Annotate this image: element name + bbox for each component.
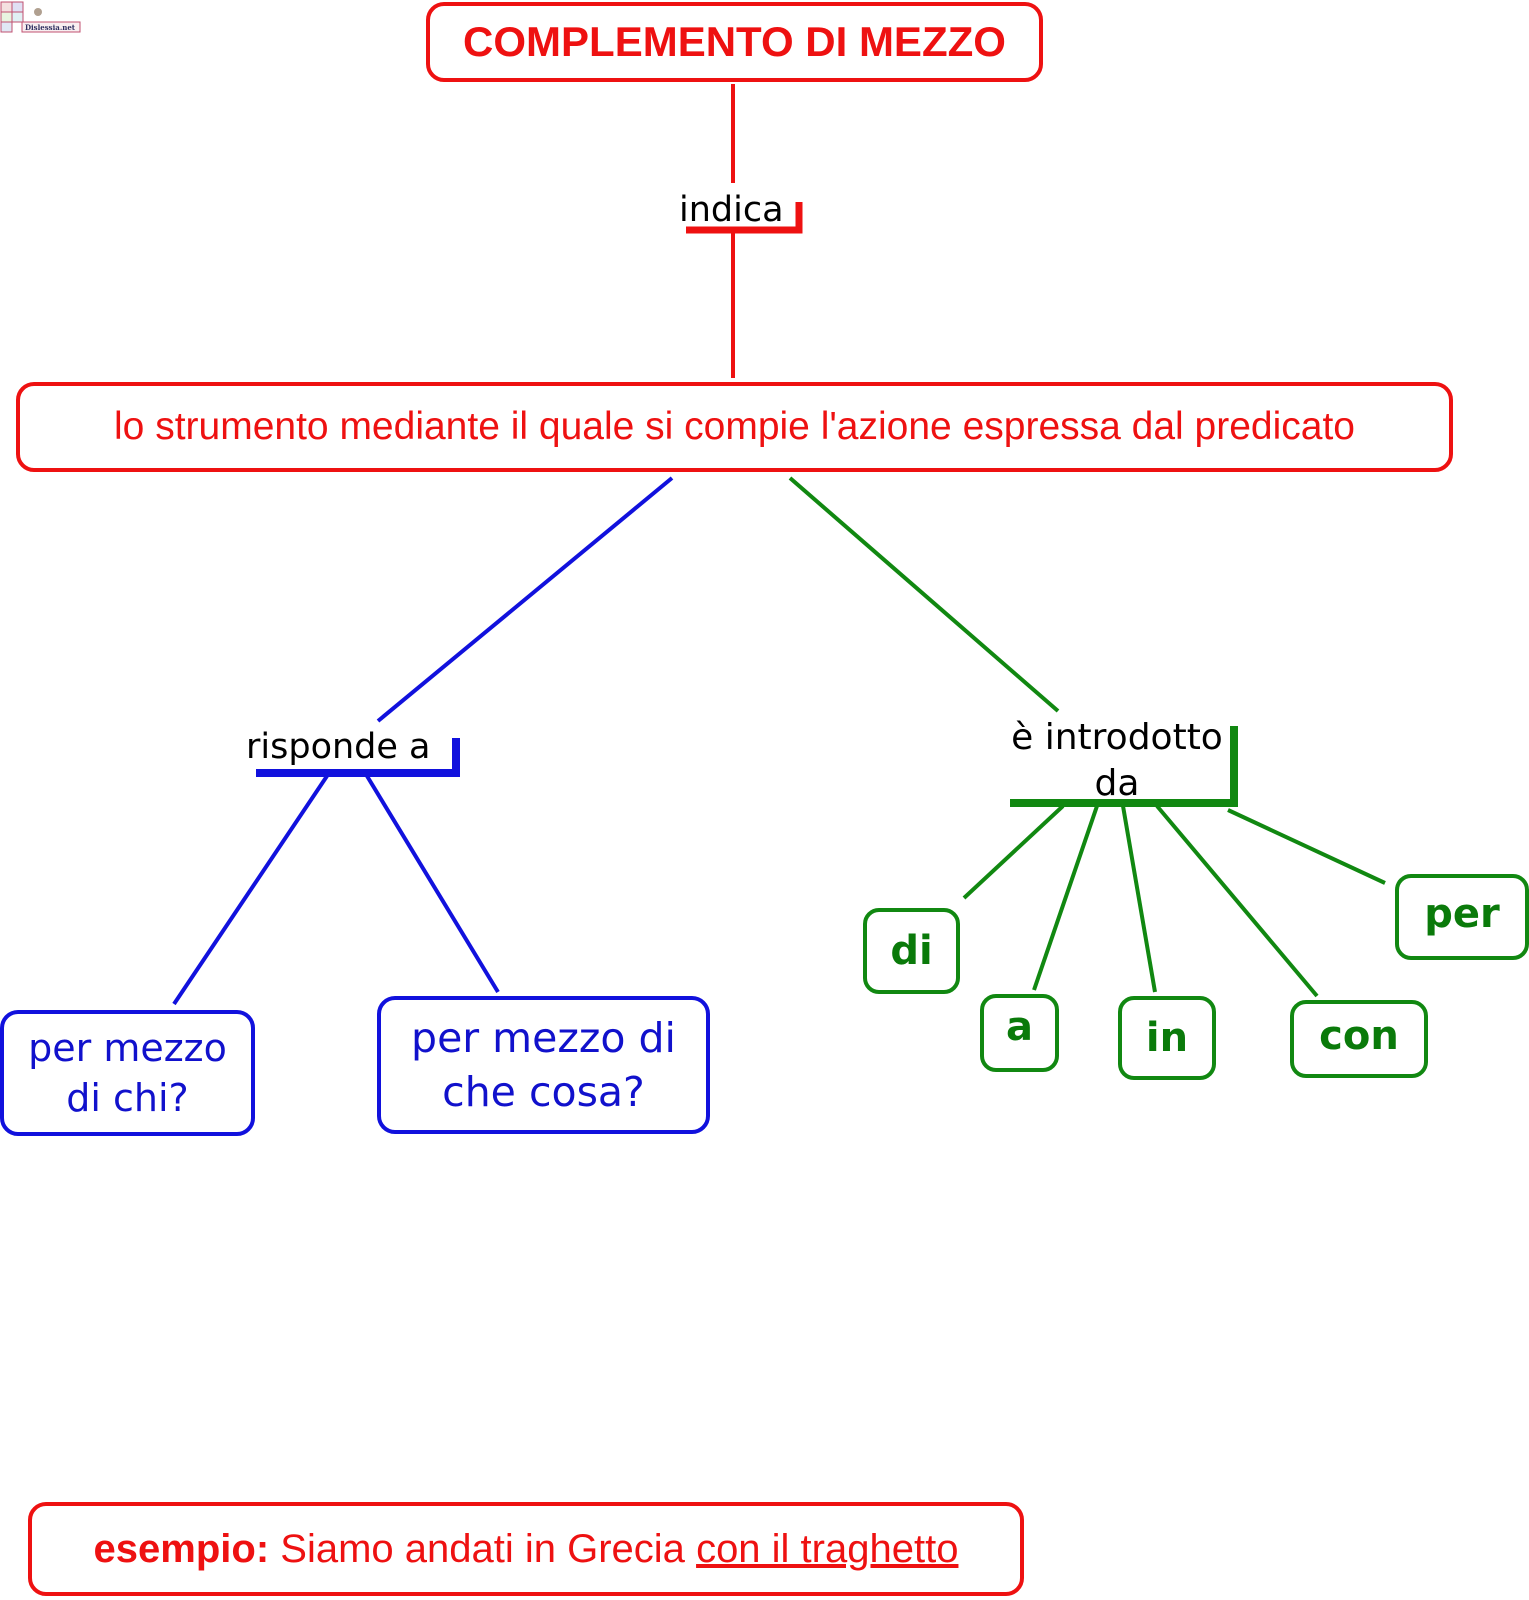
link-introdotto-line1: è introdotto <box>1011 717 1223 758</box>
question-chi-line1: per mezzo <box>28 1026 227 1070</box>
question-che-cosa-line2: che cosa? <box>442 1068 645 1116</box>
dislessia-logo-icon: Dislessia.net <box>0 0 82 36</box>
preposition-di-text: di <box>890 928 933 974</box>
example-label: esempio: <box>93 1526 270 1571</box>
question-chi-line2: di chi? <box>66 1076 189 1120</box>
preposition-per-text: per <box>1424 891 1500 937</box>
preposition-in-text: in <box>1145 1015 1189 1061</box>
preposition-con-text: con <box>1319 1013 1399 1059</box>
connector-prep-per <box>1227 808 1386 885</box>
example-sentence: Siamo andati in Grecia <box>280 1526 685 1571</box>
connector-prep-di <box>962 804 1065 900</box>
connector-prep-con <box>1155 804 1319 998</box>
title-node: COMPLEMENTO DI MEZZO <box>426 2 1043 82</box>
question-node-chi: per mezzo di chi? <box>0 1010 255 1136</box>
risponde-bracket <box>256 738 460 777</box>
preposition-in: in <box>1118 996 1216 1080</box>
connector-prep-a <box>1032 805 1099 991</box>
title-text: COMPLEMENTO DI MEZZO <box>463 18 1006 65</box>
preposition-con: con <box>1290 1000 1428 1078</box>
connector-prep-in <box>1121 805 1157 993</box>
connector-definition-risponde <box>376 476 674 723</box>
link-introdotto-line2: da <box>1094 763 1140 804</box>
definition-node: lo strumento mediante il quale si compie… <box>16 382 1453 472</box>
preposition-di: di <box>863 908 960 994</box>
question-che-cosa-line1: per mezzo di <box>411 1014 676 1062</box>
connector-risponde-q2 <box>365 774 500 994</box>
indica-bracket <box>686 202 803 234</box>
link-introdotto-da: è introdotto da <box>1002 715 1232 807</box>
definition-text: lo strumento mediante il quale si compie… <box>114 405 1355 448</box>
question-node-che-cosa: per mezzo di che cosa? <box>377 996 710 1134</box>
preposition-a: a <box>980 994 1059 1072</box>
logo-text: Dislessia.net <box>25 23 76 32</box>
example-node: esempio: Siamo andati in Grecia con il t… <box>28 1502 1024 1596</box>
connector-risponde-q1 <box>172 774 329 1006</box>
link-risponde-a: risponde a <box>246 727 431 767</box>
connector-definition-introdotto <box>788 476 1060 713</box>
preposition-a-text: a <box>1006 1004 1033 1050</box>
preposition-per: per <box>1395 874 1529 960</box>
example-highlight: con il traghetto <box>696 1526 959 1571</box>
introdotto-bracket <box>1010 726 1238 807</box>
link-indica: indica <box>679 190 784 230</box>
